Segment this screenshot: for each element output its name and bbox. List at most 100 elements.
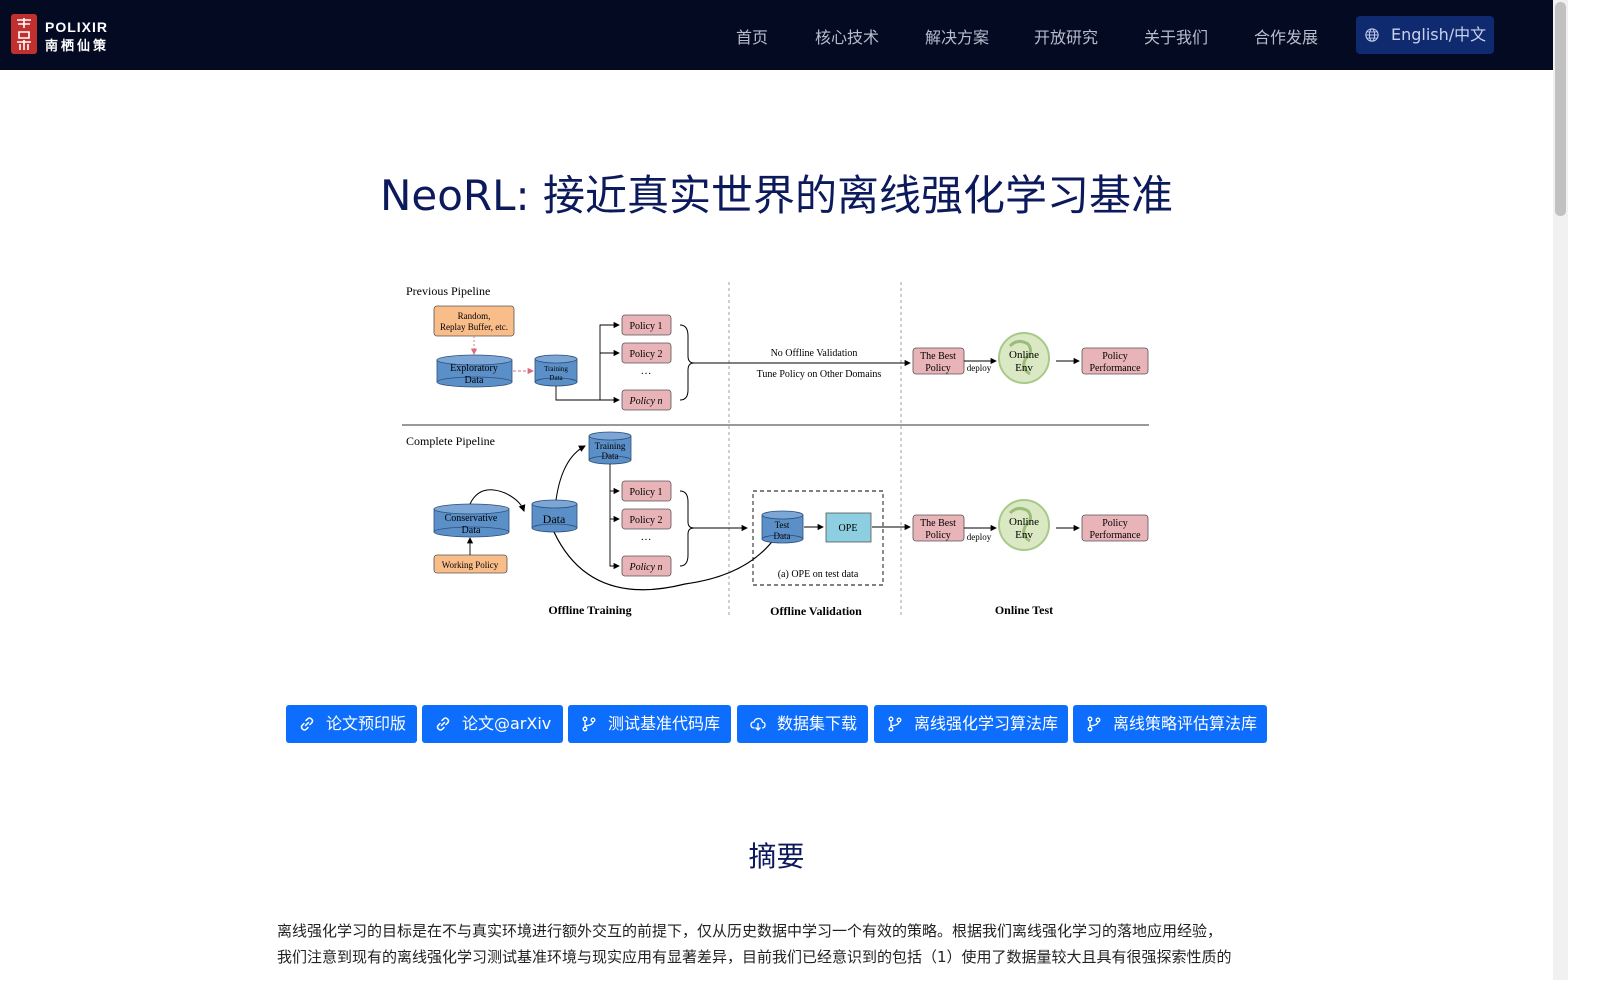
- abstract-line-2: 我们注意到现有的离线强化学习测试基准环境与现实应用有显著差异，目前我们已经意识到…: [277, 948, 1232, 966]
- abstract-text: 离线强化学习的目标是在不与真实环境进行额外交互的前提下，仅从历史数据中学习一个有…: [277, 918, 1277, 970]
- paper-arxiv-label: 论文@arXiv: [462, 714, 552, 733]
- prev-best-policy-label-2: Policy: [925, 363, 951, 374]
- section-online-test: Online Test: [995, 603, 1053, 617]
- prev-policy-performance-box: [1081, 347, 1149, 375]
- scrollbar-thumb[interactable]: [1555, 2, 1566, 216]
- nav-item-about-us[interactable]: 关于我们: [1144, 28, 1209, 47]
- ope-label: OPE: [839, 523, 858, 534]
- prev-policy-performance-label-2: Performance: [1089, 363, 1141, 374]
- best-policy-label-1: The Best: [920, 518, 956, 529]
- globe-icon: [1365, 28, 1379, 42]
- prev-best-policy-label-1: The Best: [920, 351, 956, 362]
- prev-policy-1-label: Policy 1: [629, 321, 662, 332]
- working-policy-box: [433, 554, 508, 574]
- offline-rl-library-button[interactable]: 离线强化学习算法库: [874, 705, 1068, 743]
- online-env-label-2: Env: [1015, 529, 1033, 541]
- abstract-heading: 摘要: [748, 840, 805, 873]
- policy-1-box: [621, 480, 672, 502]
- conservative-data-cylinder: [433, 503, 510, 538]
- prev-policy-n-label: Policy n: [628, 396, 662, 407]
- polixir-logo[interactable]: POLIXIR 南栖仙策: [11, 14, 126, 56]
- logo-seal: [11, 14, 37, 54]
- brand-name-en: POLIXIR: [45, 19, 109, 35]
- test-data-label-1: Test: [775, 520, 790, 530]
- page-title: NeoRL: 接近真实世界的离线强化学习基准: [379, 171, 1174, 220]
- online-env-label-1: Online: [1009, 516, 1039, 528]
- nav-item-cooperation[interactable]: 合作发展: [1254, 28, 1319, 47]
- training-data-label-1: Training: [595, 441, 626, 451]
- policy-performance-box: [1081, 514, 1149, 542]
- training-small-label-2: Data: [549, 374, 563, 382]
- test-data-label-2: Data: [774, 531, 791, 541]
- ope-dashed-box: [752, 490, 884, 586]
- prev-policy-dots: …: [641, 365, 652, 377]
- prev-online-env-globe: [998, 332, 1050, 384]
- test-data-cylinder: [761, 510, 804, 544]
- training-small-label-1: Training: [544, 365, 568, 373]
- ope-library-label: 离线策略评估算法库: [1113, 714, 1258, 733]
- dataset-download-label: 数据集下载: [777, 714, 858, 733]
- random-label-2: Replay Buffer, etc.: [440, 322, 508, 332]
- pipeline-diagram: Previous Pipeline Random, Replay Buffer,…: [402, 282, 1149, 618]
- brand-name-cn: 南栖仙策: [45, 39, 110, 54]
- paper-preprint-label: 论文预印版: [326, 714, 407, 733]
- prev-policy-n-box: [621, 389, 672, 411]
- policy-n-box: [621, 555, 672, 577]
- ope-box: [825, 512, 872, 543]
- data-label: Data: [543, 512, 566, 526]
- training-data-label-2: Data: [602, 451, 619, 461]
- exploratory-data-cylinder: [436, 354, 513, 388]
- page-scrollbar[interactable]: [1553, 0, 1568, 980]
- nav-item-open-research[interactable]: 开放研究: [1034, 28, 1099, 47]
- paper-preprint-button[interactable]: 论文预印版: [286, 705, 417, 743]
- benchmark-code-label: 测试基准代码库: [608, 714, 721, 733]
- complete-pipeline-label: Complete Pipeline: [406, 434, 495, 448]
- exploratory-label-1: Exploratory: [450, 363, 498, 374]
- nav-item-solutions[interactable]: 解决方案: [925, 28, 990, 47]
- training-data-cylinder: [588, 431, 632, 465]
- prev-policy-2-box: [621, 342, 672, 364]
- top-navbar: POLIXIR 南栖仙策 首页 核心技术 解决方案 开放研究 关于我们 合作发展…: [0, 0, 1553, 70]
- nav-item-core-tech[interactable]: 核心技术: [815, 28, 880, 47]
- working-policy-label: Working Policy: [442, 560, 499, 570]
- policy-performance-label-2: Performance: [1089, 530, 1141, 541]
- data-cylinder: [531, 499, 578, 533]
- prev-policy-1-box: [621, 314, 672, 336]
- prev-online-env-label-2: Env: [1015, 362, 1033, 374]
- language-switch-button[interactable]: English/中文: [1356, 16, 1494, 54]
- policy-n-label: Policy n: [628, 562, 662, 573]
- benchmark-code-button[interactable]: 测试基准代码库: [568, 705, 731, 743]
- language-switch-label: English/中文: [1391, 25, 1487, 44]
- ope-library-button[interactable]: 离线策略评估算法库: [1073, 705, 1267, 743]
- conservative-label-1: Conservative: [445, 513, 498, 524]
- best-policy-label-2: Policy: [925, 530, 951, 541]
- link-icon: [436, 717, 450, 731]
- policy-dots: …: [641, 531, 652, 543]
- dataset-download-button[interactable]: 数据集下载: [737, 705, 868, 743]
- policy-2-label: Policy 2: [629, 515, 662, 526]
- section-offline-validation: Offline Validation: [770, 604, 862, 618]
- pipeline-figure: Previous Pipeline Random, Replay Buffer,…: [400, 278, 1152, 623]
- seal-icon: [11, 14, 37, 54]
- abstract-line-1: 离线强化学习的目标是在不与真实环境进行额外交互的前提下，仅从历史数据中学习一个有…: [277, 922, 1223, 940]
- no-offline-validation-label: No Offline Validation: [771, 348, 858, 359]
- deploy-label: deploy: [967, 532, 992, 542]
- prev-online-env-label-1: Online: [1009, 349, 1039, 361]
- online-env-globe: [998, 499, 1050, 551]
- policy-performance-label-1: Policy: [1102, 518, 1128, 529]
- nav-item-home[interactable]: 首页: [736, 28, 769, 47]
- link-icon: [300, 717, 314, 731]
- previous-pipeline-label: Previous Pipeline: [406, 284, 490, 298]
- tune-policy-label: Tune Policy on Other Domains: [757, 369, 882, 380]
- random-label-1: Random,: [458, 311, 491, 321]
- policy-1-label: Policy 1: [629, 487, 662, 498]
- prev-deploy-label: deploy: [967, 363, 992, 373]
- section-offline-training: Offline Training: [548, 603, 631, 617]
- git-branch-icon: [1087, 716, 1101, 732]
- policy-2-box: [621, 508, 672, 530]
- git-branch-icon: [888, 716, 902, 732]
- prev-policy-2-label: Policy 2: [629, 349, 662, 360]
- conservative-label-2: Data: [462, 525, 481, 536]
- paper-arxiv-button[interactable]: 论文@arXiv: [422, 705, 563, 743]
- exploratory-label-2: Data: [465, 375, 484, 386]
